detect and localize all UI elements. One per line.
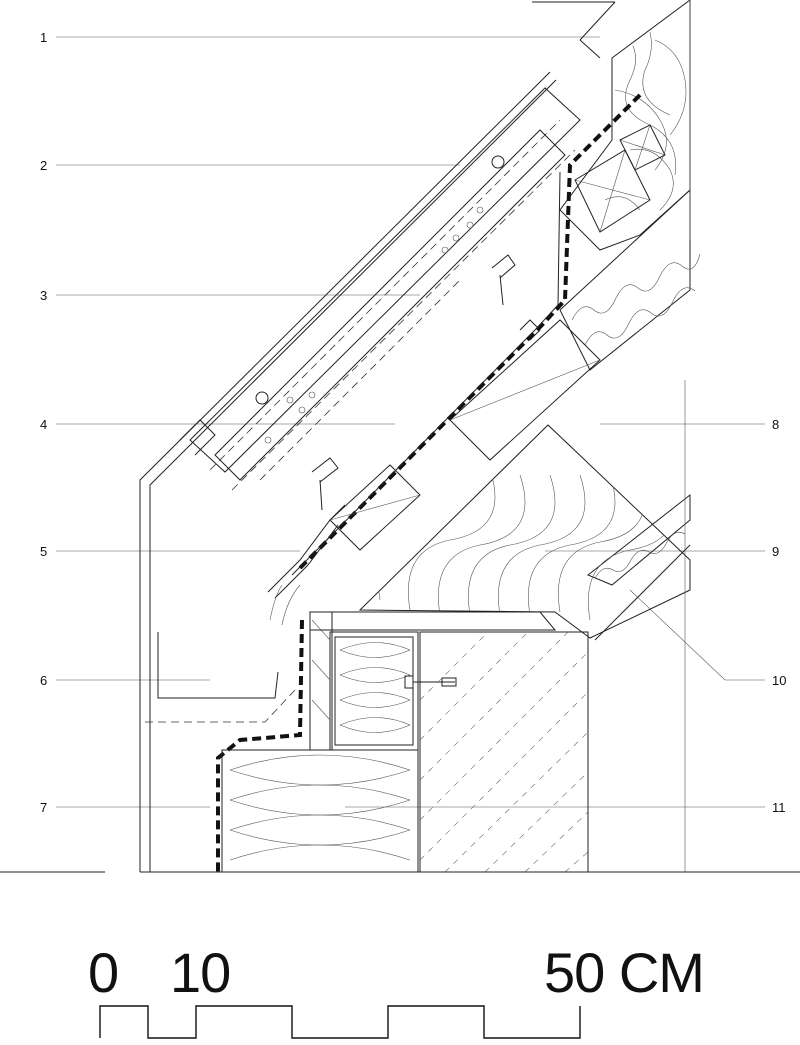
callout-7: 7: [40, 800, 47, 815]
callout-8: 8: [772, 417, 779, 432]
callout-4: 4: [40, 417, 47, 432]
callouts-right: 8 9 10 11: [772, 417, 786, 815]
scale-label-0: 0: [88, 941, 118, 1004]
callout-2: 2: [40, 158, 47, 173]
outer-cladding: [139, 1, 616, 872]
scale-label-10: 10: [170, 941, 230, 1004]
callouts-left: 1 2 3 4 5 6 7: [40, 30, 47, 815]
rail-assembly: [179, 87, 581, 511]
lower-wall: [0, 0, 800, 873]
callout-1: 1: [40, 30, 47, 45]
scale-bar-steps: [99, 1005, 581, 1039]
callout-11: 11: [772, 800, 786, 815]
scale-label-50cm: 50 CM: [544, 941, 704, 1004]
callout-10: 10: [772, 673, 786, 688]
scale-bar: 0 10 50 CM: [88, 941, 705, 1039]
callout-3: 3: [40, 288, 47, 303]
timber-block-top: [559, 0, 691, 251]
inclined-insulation-strip: [559, 188, 701, 586]
callout-9: 9: [772, 544, 779, 559]
flashing: [267, 464, 421, 626]
callout-6: 6: [40, 673, 47, 688]
callout-leaders: [56, 36, 765, 808]
diagonal-insulation: [358, 319, 691, 639]
waterproof-membrane: [216, 93, 642, 872]
callout-5: 5: [40, 544, 47, 559]
